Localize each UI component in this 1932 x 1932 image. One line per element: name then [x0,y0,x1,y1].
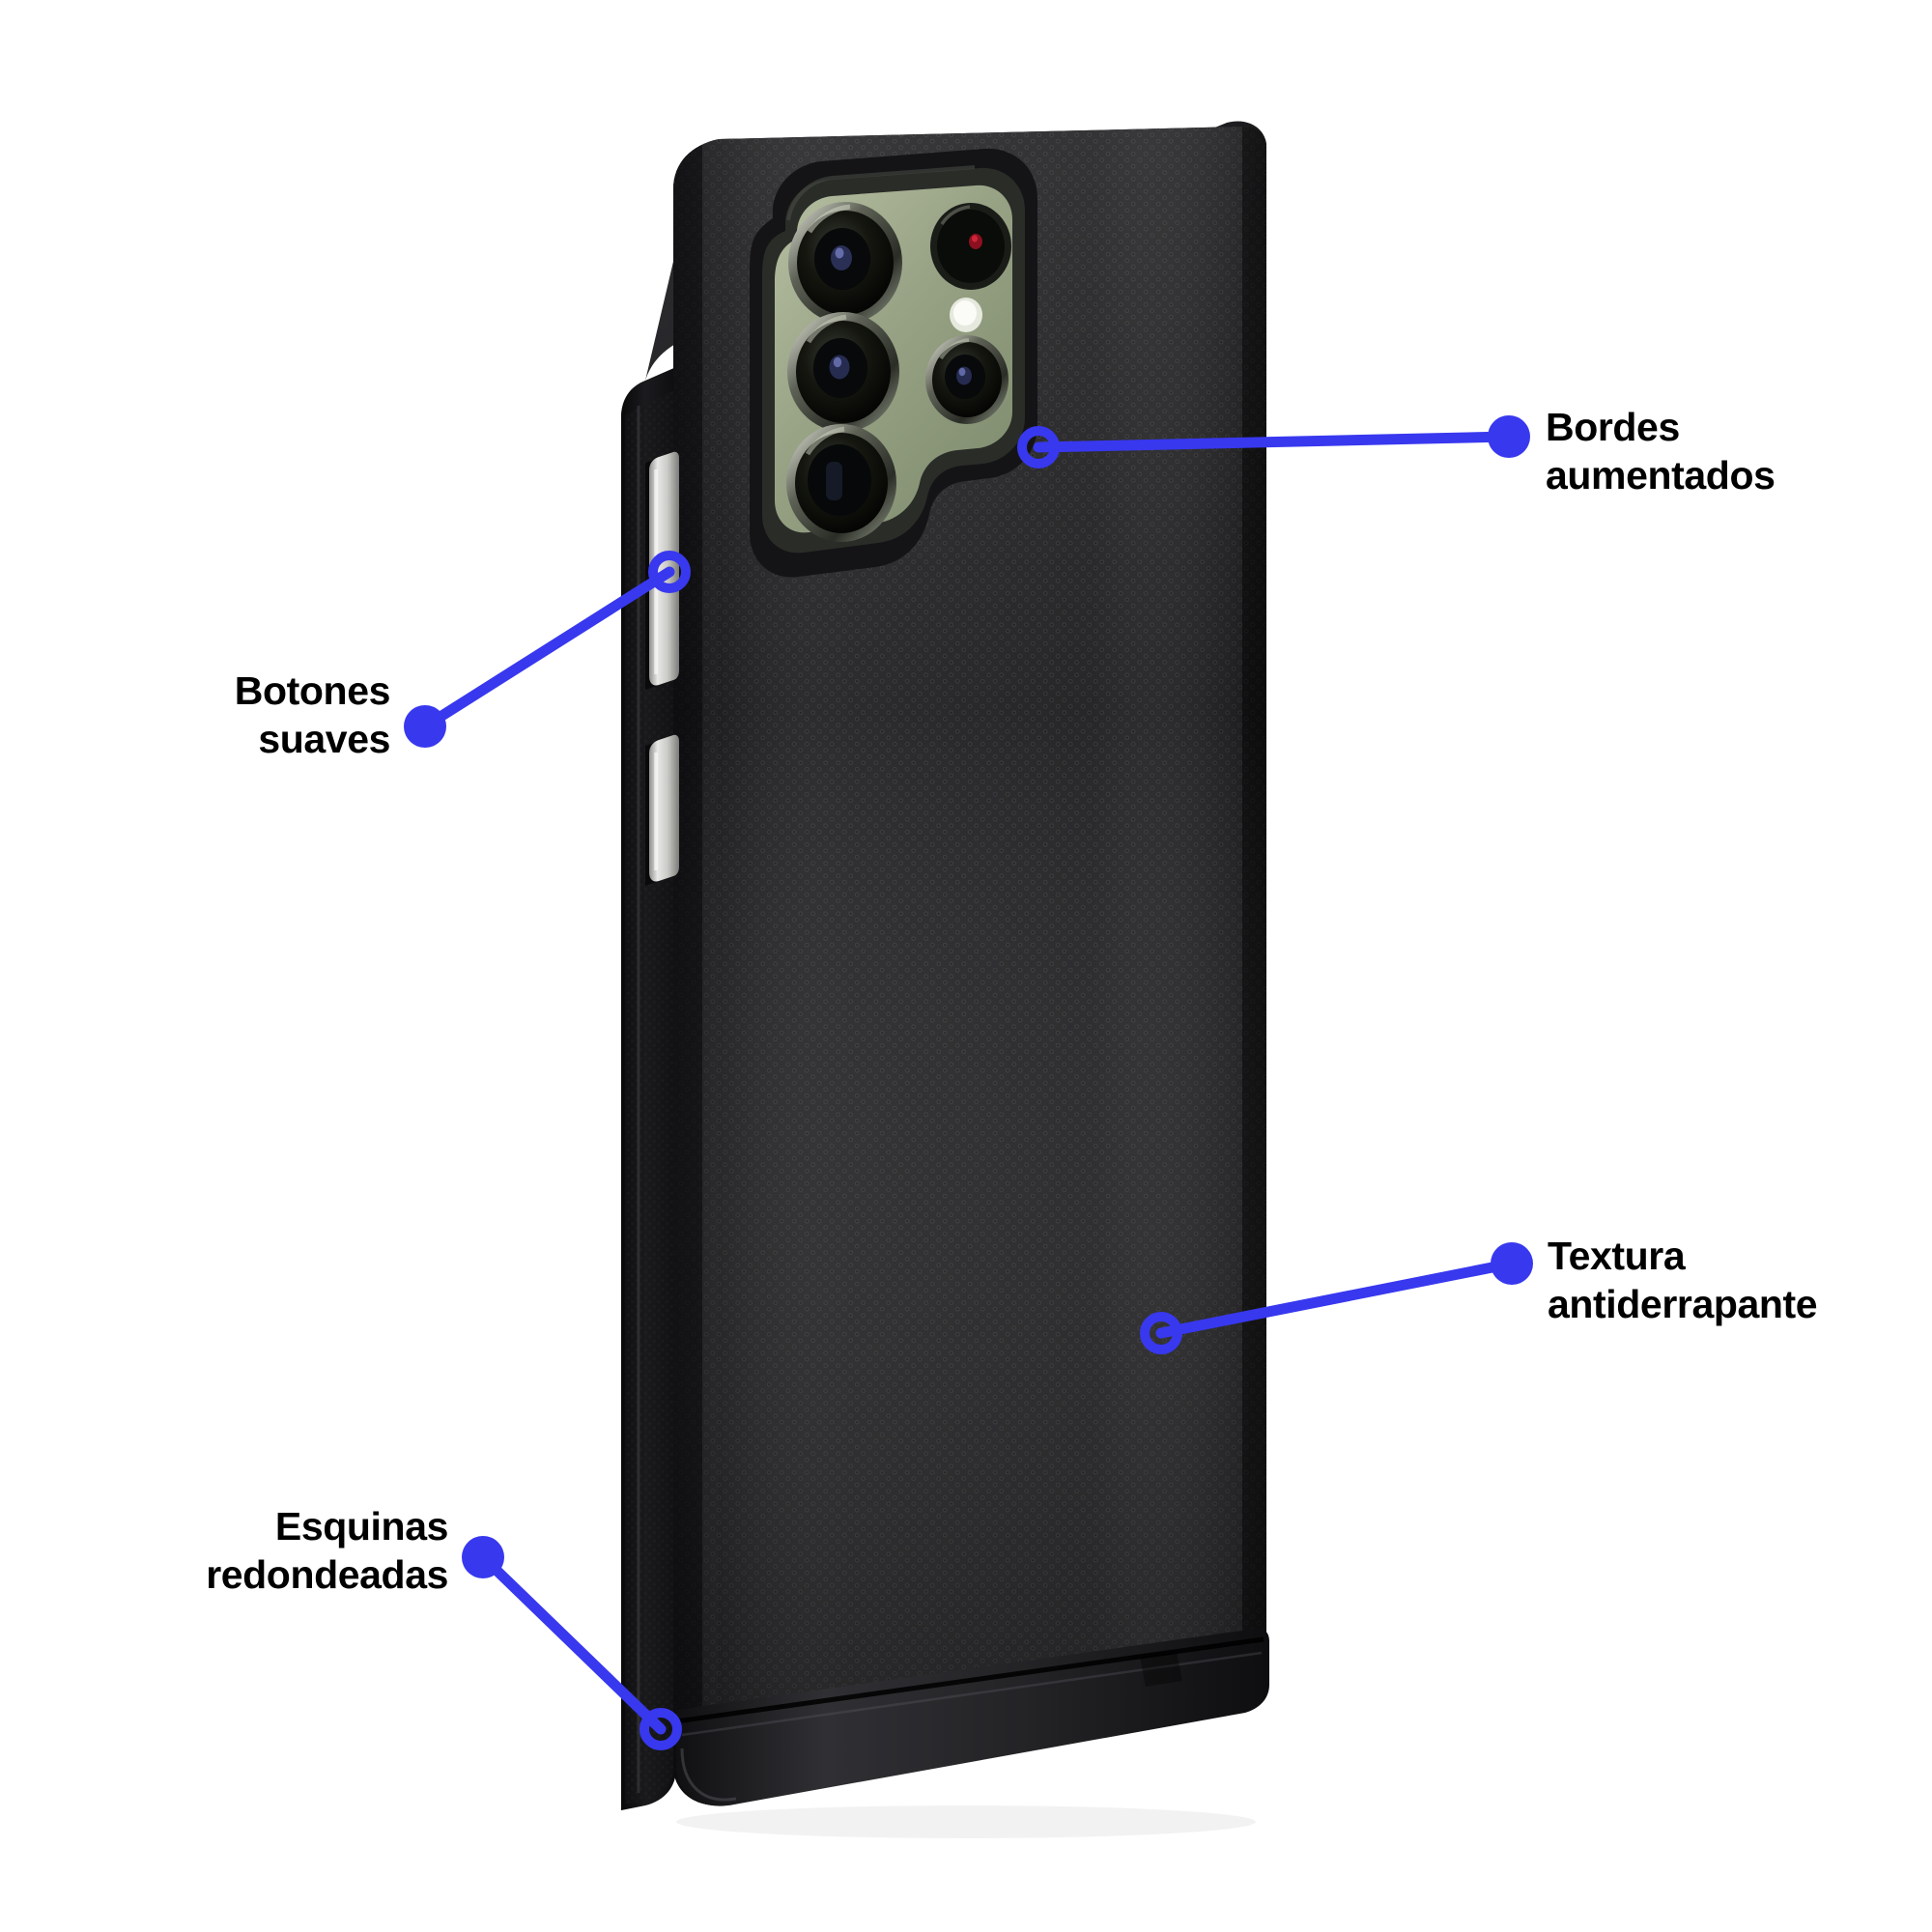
camera-lens-periscope [786,424,896,542]
camera-cutout-group [750,148,1037,578]
case-bottom-lip [675,1628,1269,1806]
connector-esquinas-redondeadas [462,1536,682,1750]
connector-textura-antiderrapante [1140,1242,1533,1354]
connector-botones-suaves [404,551,691,748]
phone-case-product [621,121,1269,1838]
camera-lens-telephoto [925,335,1009,424]
side-buttons-group [645,451,679,886]
side-button-power[interactable] [649,734,679,882]
camera-lens-wide [788,202,902,324]
camera-led-flash [950,298,982,332]
camera-lens-main [787,312,899,432]
callout-connectors [404,415,1533,1750]
case-left-side-face [621,367,676,1810]
connector-bordes-aumentados [1017,415,1530,469]
camera-sensor-laser-af [930,203,1011,290]
